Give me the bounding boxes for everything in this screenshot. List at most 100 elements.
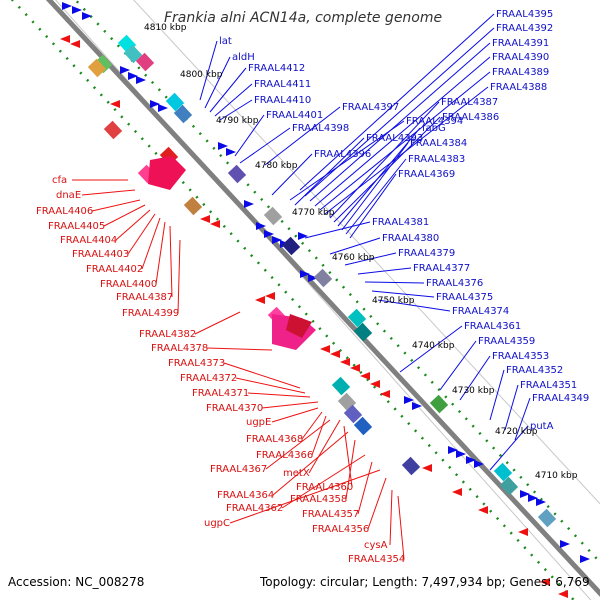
forward-gene-arrow (128, 72, 138, 80)
gene-label-reverse: FRAAL4364 (217, 490, 274, 501)
gene-label-forward: FRAAL4401 (266, 110, 323, 121)
blue-leader-line (271, 153, 313, 196)
forward-gene-arrow (218, 142, 228, 150)
gene-label-forward: FRAAL4379 (398, 248, 455, 259)
gene-label-forward: FRAAL4410 (254, 95, 311, 106)
gene-block (123, 44, 143, 64)
gene-labels: lataldHFRAAL4412FRAAL4411FRAAL4410FRAAL4… (36, 9, 589, 565)
blue-leader-line (219, 99, 253, 121)
blue-leader-line (333, 116, 441, 223)
red-leader-line (169, 225, 173, 298)
gene-block (165, 92, 185, 112)
blue-leader-line (309, 42, 491, 202)
gene-label-reverse: cfa (52, 175, 67, 186)
red-leader-line (81, 189, 136, 196)
blue-leader-line (299, 13, 495, 191)
reverse-gene-arrow (422, 464, 432, 472)
forward-gene-arrow (136, 76, 146, 84)
blue-leader-line (199, 40, 218, 101)
blue-leader-line (214, 83, 253, 117)
genome-summary-text: Topology: circular; Length: 7,497,934 bp… (259, 575, 590, 589)
gene-label-forward: FRAAL4375 (436, 292, 493, 303)
gene-label-forward: FRAAL4359 (478, 336, 535, 347)
gene-label-reverse: FRAAL4373 (168, 358, 225, 369)
forward-gene-arrow (466, 456, 476, 464)
gene-label-reverse: FRAAL4406 (36, 206, 93, 217)
faint-ring-1 (133, 0, 600, 505)
blue-leader-line (377, 299, 451, 312)
blue-leader-line (514, 397, 531, 441)
forward-gene-arrow (298, 232, 308, 240)
kbp-tick: 4810 kbp (144, 23, 187, 33)
gene-block (103, 120, 123, 140)
blue-leader-line (204, 56, 231, 109)
blue-leader-line (337, 127, 421, 227)
red-leader-line (357, 461, 373, 515)
reverse-gene-arrow (110, 100, 120, 108)
blue-leader-line (341, 142, 409, 231)
gene-label-forward: FRAAL4395 (496, 9, 553, 20)
reverse-gene-arrow (255, 296, 265, 304)
gene-block (353, 322, 373, 342)
gene-label-forward: FRAAL4374 (452, 306, 509, 317)
gene-label-reverse: FRAAL4367 (210, 464, 267, 475)
forward-gene-arrow (226, 148, 236, 156)
gene-label-forward: FRAAL4361 (464, 321, 521, 332)
gene-label-forward: FRAAL4386 (442, 112, 499, 123)
gene-label-forward: FRAAL4377 (413, 263, 470, 274)
reverse-gene-arrow (478, 506, 488, 514)
gene-label-reverse: FRAAL4402 (86, 264, 143, 275)
gene-label-reverse: FRAAL4356 (312, 524, 369, 535)
gene-label-reverse: metX (283, 468, 310, 479)
red-leader-line (194, 311, 241, 335)
accession-text: Accession: NC_008278 (8, 575, 144, 589)
blue-leader-line (294, 137, 365, 206)
gene-label-forward: FRAAL4390 (492, 52, 549, 63)
reverse-gene-arrow (320, 345, 330, 353)
gene-label-forward: FRAAL4391 (492, 38, 549, 49)
forward-gene-arrow (158, 104, 168, 112)
red-leader-line (223, 362, 301, 389)
gene-label-reverse: FRAAL4399 (122, 308, 179, 319)
blue-leader-line (357, 267, 412, 275)
gene-label-forward: FRAAL4381 (372, 217, 429, 228)
reverse-gene-arrow (330, 350, 340, 358)
gene-label-forward: FRAAL4397 (342, 102, 399, 113)
red-leader-line (343, 425, 353, 488)
gene-label-reverse: FRAAL4360 (296, 482, 353, 493)
forward-gene-arrow (528, 494, 538, 502)
forward-gene-arrow (244, 200, 254, 208)
forward-gene-arrow (82, 12, 92, 20)
gene-label-reverse: FRAAL4368 (246, 434, 303, 445)
forward-gene-arrow (412, 402, 422, 410)
gene-label-forward: FRAAL4393 (366, 133, 423, 144)
reverse-gene-arrow (200, 215, 210, 223)
gene-block (353, 416, 373, 436)
kbp-tick: 4750 kbp (372, 296, 415, 306)
gene-label-forward: FRAAL4389 (492, 67, 549, 78)
gene-label-forward: FRAAL4380 (382, 233, 439, 244)
red-leader-line (247, 392, 311, 398)
gene-label-reverse: ugpE (246, 417, 271, 428)
red-leader-line (141, 217, 161, 270)
gene-label-forward: FRAAL4376 (426, 278, 483, 289)
blue-leader-line (399, 325, 463, 373)
gene-block (183, 196, 203, 216)
red-leader-line (271, 407, 319, 423)
kbp-tick: 4740 kbp (412, 341, 455, 351)
blue-leader-line (439, 340, 477, 391)
gene-label-forward: aldH (232, 52, 255, 63)
red-leader-line (261, 401, 319, 409)
gene-label-forward: lat (219, 36, 232, 47)
dotted-ring-0 (10, 0, 576, 600)
forward-gene-arrow (474, 460, 484, 468)
gene-label-forward: fabG (422, 123, 446, 134)
gene-block (347, 308, 367, 328)
gene-block (493, 462, 513, 482)
reverse-gene-arrow (518, 528, 528, 536)
large-reverse-gene (148, 156, 186, 190)
gene-label-reverse: FRAAL4403 (72, 249, 129, 260)
gene-block (87, 58, 107, 78)
